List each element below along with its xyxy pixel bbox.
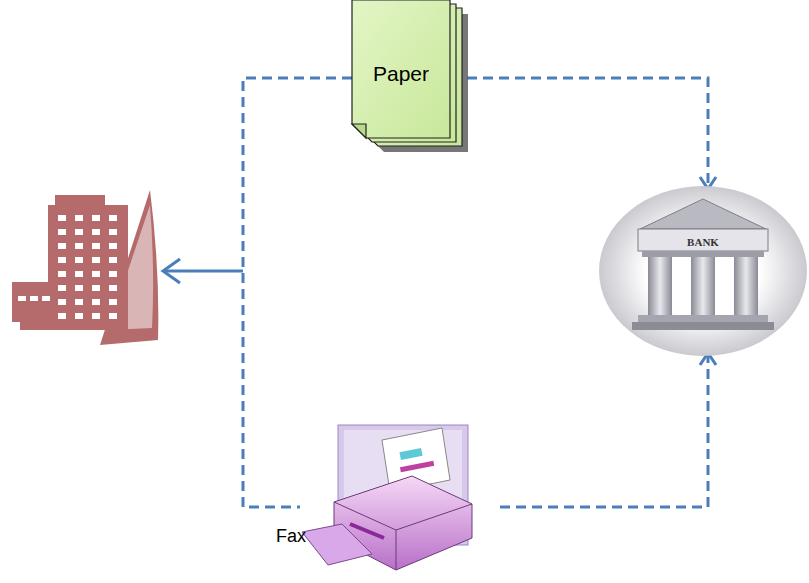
node-label: Fax bbox=[276, 526, 306, 547]
dashed-connector bbox=[467, 78, 716, 189]
bank-icon-picture bbox=[598, 185, 808, 357]
fax-machine: Fax bbox=[272, 420, 502, 583]
node-label: Paper bbox=[373, 62, 429, 86]
dashed-connector bbox=[500, 353, 716, 507]
node-label: BANK bbox=[687, 236, 719, 248]
bank-icon: BANK bbox=[598, 185, 808, 357]
paper-stack: Paper bbox=[350, 0, 475, 170]
dashed-bus bbox=[243, 78, 352, 507]
building-icon bbox=[12, 190, 158, 345]
solid-arrow bbox=[163, 259, 243, 283]
fax-machine-picture bbox=[272, 420, 502, 583]
